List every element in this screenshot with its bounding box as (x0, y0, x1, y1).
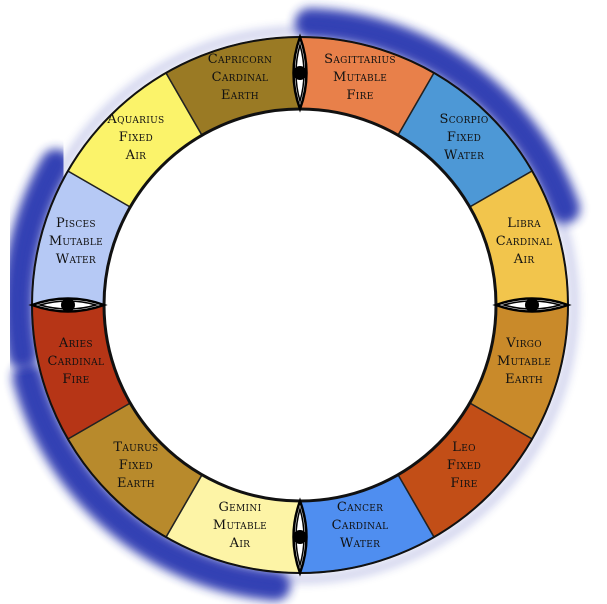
inner-circle (102, 107, 498, 503)
cross-markers (28, 33, 572, 577)
cross-marker (28, 297, 108, 313)
cross-marker (292, 33, 308, 113)
glow-arc (12, 362, 291, 601)
outer-glow-arcs (3, 8, 580, 601)
glow-halo (23, 28, 577, 582)
glow-arc (294, 8, 580, 224)
cross-marker (492, 297, 572, 313)
cross-marker (292, 497, 308, 577)
glow-arc (3, 149, 71, 369)
